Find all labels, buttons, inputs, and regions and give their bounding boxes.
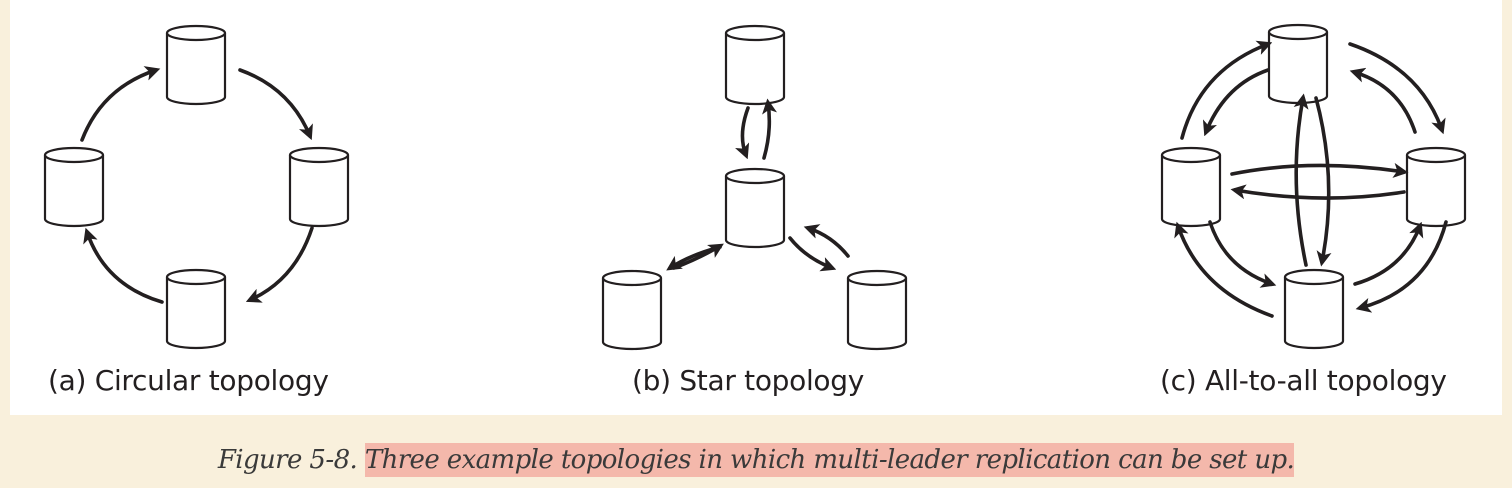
circular-node-left — [43, 146, 105, 228]
topology-diagrams — [43, 23, 1467, 351]
all-arrow-top-to-bottom-cross — [1314, 96, 1332, 267]
all-arrow-top-to-right-outer — [1348, 42, 1446, 135]
circular-arrow-bottom-to-left — [83, 227, 164, 304]
all-node-right — [1405, 146, 1467, 228]
star-arrow-left-to-center — [672, 243, 724, 270]
star-arrow-top-to-center — [735, 106, 750, 160]
star-arrow-center-to-top — [762, 98, 778, 160]
star-node-left — [601, 269, 663, 351]
all-arrow-left-to-right-cross — [1230, 162, 1409, 178]
all-arrow-bottom-to-right-inner — [1353, 221, 1424, 286]
all-arrow-bottom-to-top-cross — [1293, 93, 1309, 267]
all-arrow-left-to-top-outer — [1180, 40, 1273, 140]
star-topology-label: (b) Star topology — [632, 364, 865, 397]
star-node-right — [846, 269, 908, 351]
figure-caption: Figure 5-8. Three example topologies in … — [0, 438, 1512, 482]
all-node-top — [1267, 23, 1329, 105]
star-arrow-center-to-right — [788, 236, 837, 272]
circular-arrow-right-to-bottom — [245, 226, 314, 303]
circular-arrow-top-to-right — [238, 68, 313, 141]
all-arrow-right-to-bottom-outer — [1355, 220, 1448, 313]
circular-node-bottom — [165, 268, 227, 350]
star-node-top — [724, 24, 786, 106]
all-arrow-right-to-left-cross — [1230, 184, 1406, 200]
figure-panel: (a) Circular topology (b) Star topology … — [10, 0, 1502, 415]
all-arrow-right-to-top-inner — [1349, 67, 1417, 134]
caption-text: Three example topologies in which multi-… — [364, 443, 1295, 477]
star-arrow-right-to-center — [803, 224, 850, 258]
all-node-left — [1160, 146, 1222, 228]
caption-prefix: Figure 5-8. — [217, 445, 365, 475]
all-arrow-top-to-left-inner — [1202, 68, 1270, 137]
all-arrow-bottom-to-left-outer — [1174, 221, 1274, 318]
all-to-all-topology-label: (c) All-to-all topology — [1160, 364, 1447, 397]
all-arrow-left-to-bottom-inner — [1208, 220, 1277, 288]
circular-arrow-left-to-top — [80, 66, 161, 142]
circular-topology-label: (a) Circular topology — [48, 364, 329, 397]
circular-node-right — [288, 146, 350, 228]
circular-node-top — [165, 24, 227, 106]
all-node-bottom — [1283, 268, 1345, 350]
star-node-center — [724, 167, 786, 249]
